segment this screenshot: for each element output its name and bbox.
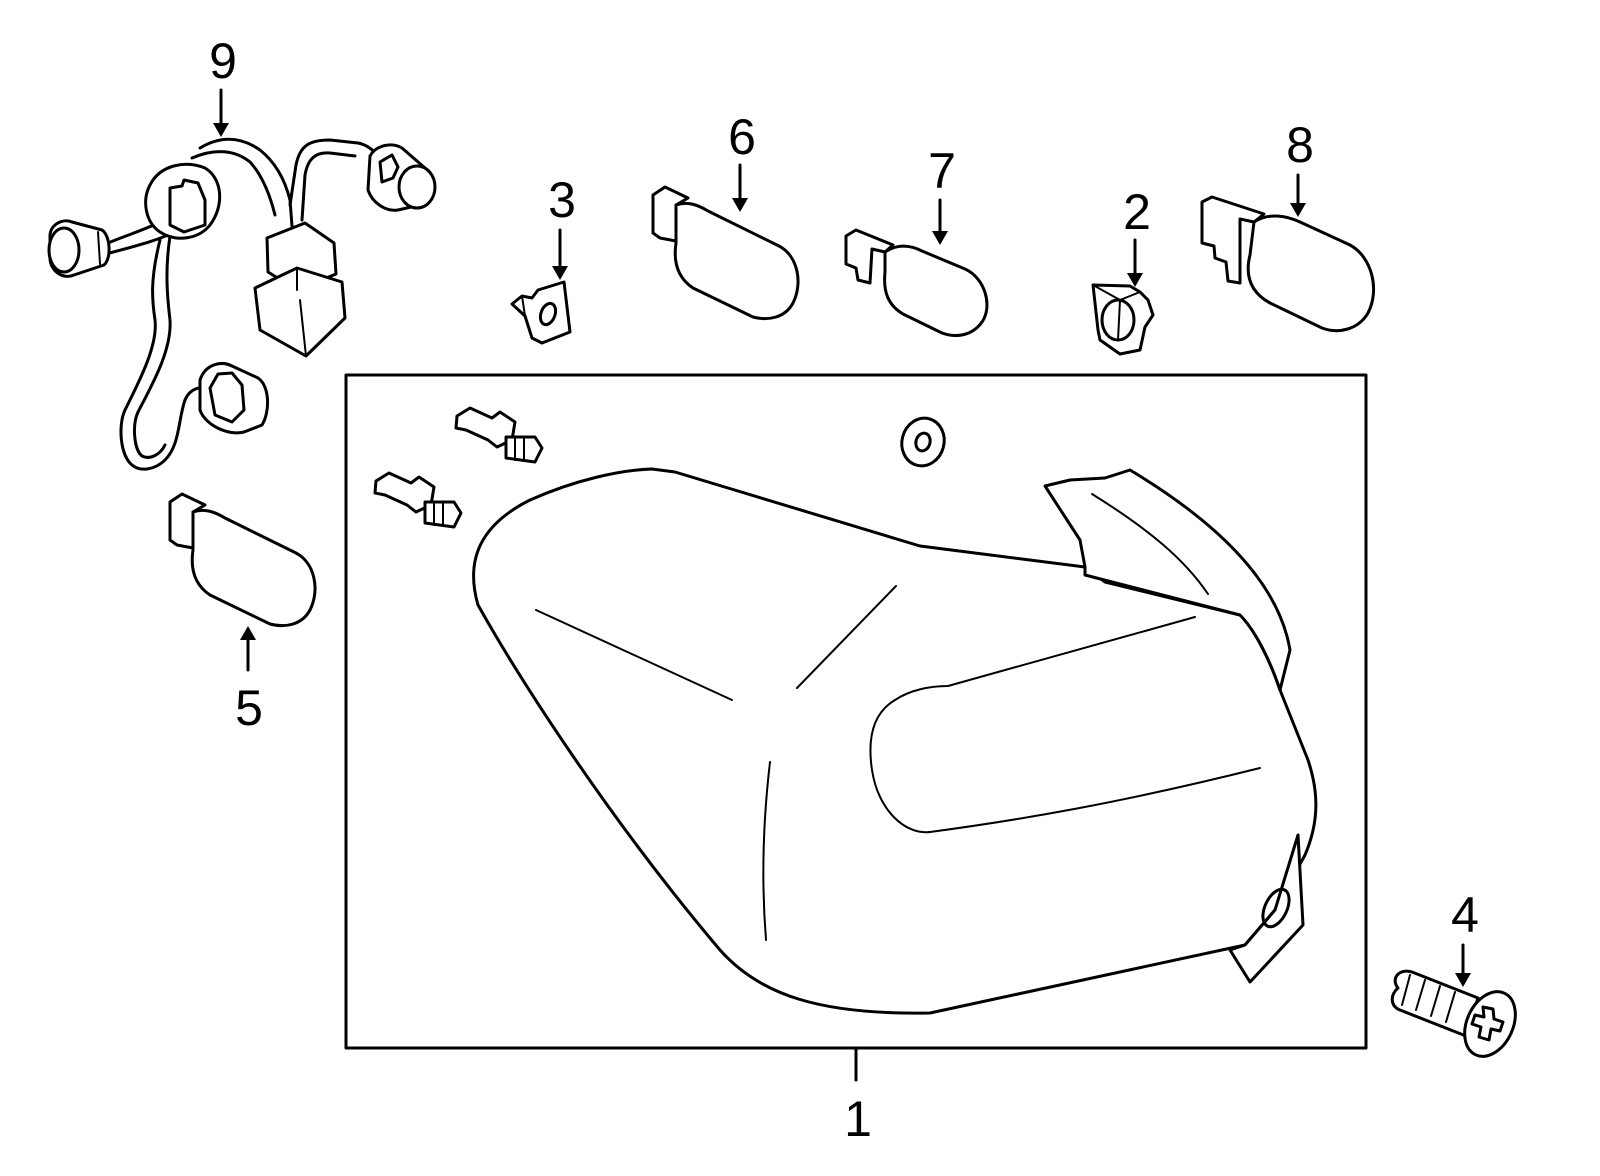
push-clip-upper <box>454 406 544 464</box>
push-clip-lower <box>373 471 463 529</box>
part-1-tail-lamp-assembly <box>344 373 1368 1050</box>
part-8-bulb <box>1200 195 1376 333</box>
callout-7: 7 <box>928 143 956 199</box>
callout-9: 9 <box>209 33 237 89</box>
callout-6: 6 <box>728 109 756 165</box>
callout-3: 3 <box>548 172 576 228</box>
harness-wire-upper <box>288 138 380 222</box>
callout-labels: 9 6 3 7 2 8 5 4 1 <box>209 33 1479 1147</box>
lens-window <box>869 616 1261 834</box>
lamp-surface-line-c <box>762 761 771 941</box>
harness-wire-main <box>100 137 294 257</box>
lamp-surface-line-b <box>796 585 897 689</box>
part-6-bulb <box>651 185 800 321</box>
part-2-retainer <box>1091 283 1155 356</box>
part-9-wiring-harness <box>47 137 437 471</box>
mount-tab-hole <box>1261 887 1291 929</box>
part-3-clip-nut <box>510 280 572 345</box>
harness-connector-block <box>253 221 347 358</box>
lamp-surface-line-a <box>535 609 733 701</box>
part-4-screw <box>1390 969 1517 1058</box>
part-5-bulb <box>168 492 317 628</box>
flange-inner-line <box>1091 493 1209 595</box>
part-7-bulb <box>844 228 989 337</box>
callout-8: 8 <box>1286 117 1314 173</box>
lamp-mount-tab <box>1228 833 1305 984</box>
grommet <box>900 416 946 468</box>
leader-lines <box>213 88 1471 1082</box>
callout-2: 2 <box>1123 184 1151 240</box>
harness-socket-lower <box>198 362 269 435</box>
harness-socket-left <box>47 219 111 278</box>
harness-socket-upper <box>366 143 437 212</box>
lamp-upper-flange <box>1043 468 1292 692</box>
callout-1: 1 <box>844 1091 872 1147</box>
harness-wire-lower <box>119 234 212 471</box>
callout-4: 4 <box>1451 887 1479 943</box>
callout-5: 5 <box>235 680 263 736</box>
